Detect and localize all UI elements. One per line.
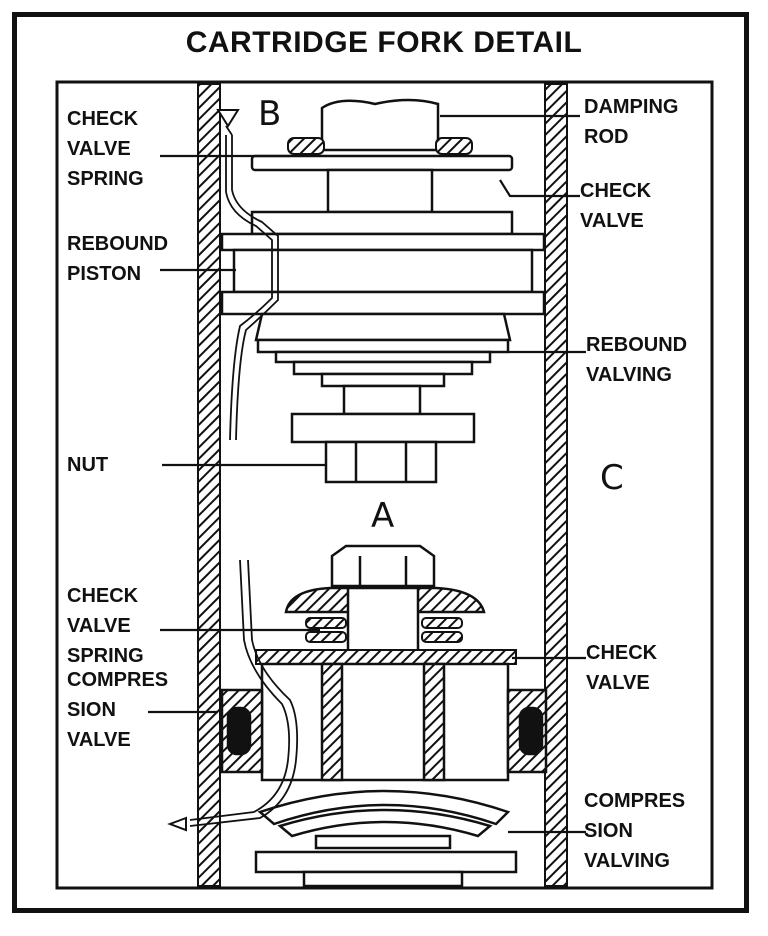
label-check-valve-spring-bottom: CHECK VALVE SPRING (67, 585, 144, 667)
flow-letter-c: C (600, 458, 624, 498)
tube-wall-right (544, 83, 568, 887)
label-damping-rod: DAMPING ROD (584, 96, 679, 148)
check-valve-spring-top (287, 137, 473, 155)
rebound-nut-assembly (290, 384, 476, 484)
label-check-valve-spring-top: CHECK VALVE SPRING (67, 108, 144, 190)
label-rebound-valving: REBOUND VALVING (586, 334, 688, 386)
flow-letter-a: A (371, 496, 395, 536)
diagram-title: CARTRIDGE FORK DETAIL (185, 26, 583, 59)
rebound-piston (220, 210, 546, 342)
compression-nut (330, 544, 436, 588)
flow-path-compression (167, 559, 299, 832)
check-valve-plate-bottom (255, 649, 517, 665)
label-rebound-piston: REBOUND PISTON (67, 233, 169, 285)
label-compression-valving: COMPRES SION VALVING (584, 790, 686, 872)
leader-lines (148, 114, 586, 834)
check-valve-spring-bottom (305, 617, 463, 643)
damping-rod (320, 98, 440, 152)
compression-valving (254, 789, 518, 888)
rebound-valving (256, 338, 510, 388)
label-nut: NUT (67, 454, 109, 476)
flow-letter-b: B (258, 94, 282, 134)
label-check-valve-top: CHECK VALVE (580, 180, 652, 232)
label-compression-valve: COMPRES SION VALVE (67, 669, 169, 751)
label-check-valve-bottom: CHECK VALVE (586, 642, 658, 694)
flow-path-b (216, 109, 279, 441)
diagram-panel (55, 80, 714, 890)
tube-wall-left (197, 83, 221, 887)
compression-valve-body (220, 662, 548, 782)
check-valve-plate-top (250, 154, 514, 214)
outer-frame (12, 12, 749, 913)
